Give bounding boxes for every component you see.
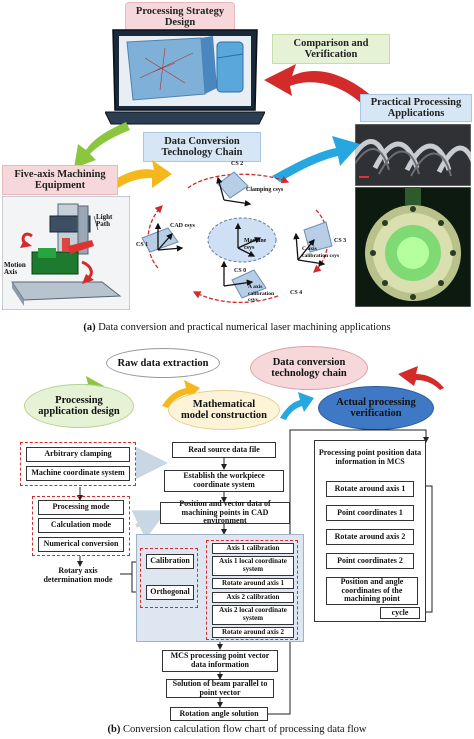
raw-data-ellipse: Raw data extraction <box>106 348 220 378</box>
motion-axis-label: Motion Axis <box>4 261 26 277</box>
r-rotate2-box: Rotate around axis 2 <box>326 529 414 545</box>
gold-arrow <box>114 160 172 188</box>
cs3-label: CS 3 <box>334 238 347 244</box>
laser-chuck-photo <box>355 187 471 307</box>
c-axis-csys-label: C axis calibration csys <box>302 246 340 259</box>
mode-group <box>32 496 130 556</box>
orthogonal-box: Orthogonal <box>146 585 194 600</box>
five-axis-text: Five-axis Machining Equipment <box>14 169 106 191</box>
machine-cs-box: Machine coordinate system <box>26 466 130 481</box>
clamping-csys-label: Clamping csys <box>246 187 284 193</box>
coordinate-chain-diagram <box>141 171 333 304</box>
r-rotate1-box: Rotate around axis 1 <box>326 481 414 497</box>
data-chain-ellipse: Data conversion technology chain <box>250 346 368 390</box>
data-chain-text: Data Conversion Technology Chain <box>161 136 243 158</box>
mcs-vector-box: MCS processing point vector data informa… <box>162 650 278 672</box>
axis2-local-box: Axis 2 local coordinate system <box>212 605 294 625</box>
math-model-text: Mathematical model construction <box>180 399 268 421</box>
rotary-mode-label: Rotary axis determination mode <box>43 566 113 584</box>
five-axis-label: Five-axis Machining Equipment <box>2 165 118 195</box>
screw-photo <box>355 124 471 186</box>
laptop-cad-illustration <box>105 29 265 125</box>
cs2-label: CS 2 <box>231 161 244 167</box>
mid-blue-arrow <box>280 392 314 420</box>
calculation-mode-box: Calculation mode <box>38 518 124 533</box>
read-source-box: Read source data file <box>172 442 276 458</box>
caption-a-tag: (a) <box>83 322 96 333</box>
processing-design-text: Processing application design <box>38 395 120 417</box>
calibration-box: Calibration <box>146 554 194 569</box>
machine-illustration <box>2 196 130 310</box>
a-axis-csys-label: A axis calibration csys <box>248 284 275 304</box>
numerical-conversion-box: Numerical conversion <box>38 537 124 552</box>
axis-group <box>206 540 298 640</box>
caption-b-text: Conversion calculation flow chart of pro… <box>123 724 367 735</box>
processing-strategy-label: Processing Strategy Design <box>125 2 235 32</box>
axis1-local-box: Axis 1 local coordinate system <box>212 556 294 576</box>
r-point1-box: Point coordinates 1 <box>326 505 414 521</box>
data-chain-label: Data Conversion Technology Chain <box>143 132 261 162</box>
mid-red-arrow <box>398 366 444 390</box>
mcs-info-box: Processing point position data informati… <box>318 442 422 474</box>
processing-strategy-text: Processing Strategy Design <box>135 6 225 28</box>
machine-csys-label: Machine csys <box>244 238 267 251</box>
beam-parallel-box: Solution of beam parallel to point vecto… <box>166 679 274 698</box>
rotate-axis2-box: Rotate around axis 2 <box>212 627 294 638</box>
r-point2-box: Point coordinates 2 <box>326 553 414 569</box>
cs0-label: CS 0 <box>234 268 247 274</box>
axis2-calibration-box: Axis 2 calibration <box>212 592 294 603</box>
axis1-calibration-box: Axis 1 calibration <box>212 543 294 554</box>
practical-applications-text: Practical Processing Applications <box>370 97 462 119</box>
rotate-axis1-box: Rotate around axis 1 <box>212 578 294 589</box>
cs4-label: CS 4 <box>290 290 303 296</box>
rotation-angle-box: Rotation angle solution <box>170 707 268 721</box>
cycle-box: cycle <box>380 607 420 619</box>
practical-applications-label: Practical Processing Applications <box>360 94 472 122</box>
caption-a-text: Data conversion and practical numerical … <box>98 322 391 333</box>
caption-b: (b) Conversion calculation flow chart of… <box>0 724 474 735</box>
raw-data-text: Raw data extraction <box>117 357 209 369</box>
processing-mode-box: Processing mode <box>38 500 124 515</box>
actual-verification-ellipse: Actual processing verification <box>318 386 434 430</box>
establish-cs-box: Establish the workpiece coordinate syste… <box>164 470 284 492</box>
comparison-verification-text: Comparison and Verification <box>293 38 369 60</box>
caption-a: (a) Data conversion and practical numeri… <box>0 322 474 333</box>
r-final-box: Position and angle coordinates of the ma… <box>326 577 418 605</box>
clamping-group <box>20 442 136 486</box>
cad-csys-label: CAD csys <box>170 223 195 229</box>
light-path-label: Light Path <box>96 213 113 229</box>
blue-arrow <box>272 136 360 182</box>
caption-b-tag: (b) <box>107 724 121 735</box>
mid-gold-arrow <box>162 380 200 408</box>
green-arrow-left <box>74 122 130 168</box>
math-model-ellipse: Mathematical model construction <box>168 390 280 430</box>
red-feedback-arrow <box>264 64 374 104</box>
position-vector-box: Position and vector data of machining po… <box>160 499 290 525</box>
cs1-label: CS 1 <box>136 242 149 248</box>
comparison-verification-label: Comparison and Verification <box>272 34 390 64</box>
cal-orth-group <box>140 548 198 608</box>
actual-verification-text: Actual processing verification <box>336 397 416 419</box>
processing-design-ellipse: Processing application design <box>24 384 134 428</box>
data-chain-ellipse-text: Data conversion technology chain <box>271 357 347 379</box>
arbitrary-clamping-box: Arbitrary clamping <box>26 447 130 462</box>
